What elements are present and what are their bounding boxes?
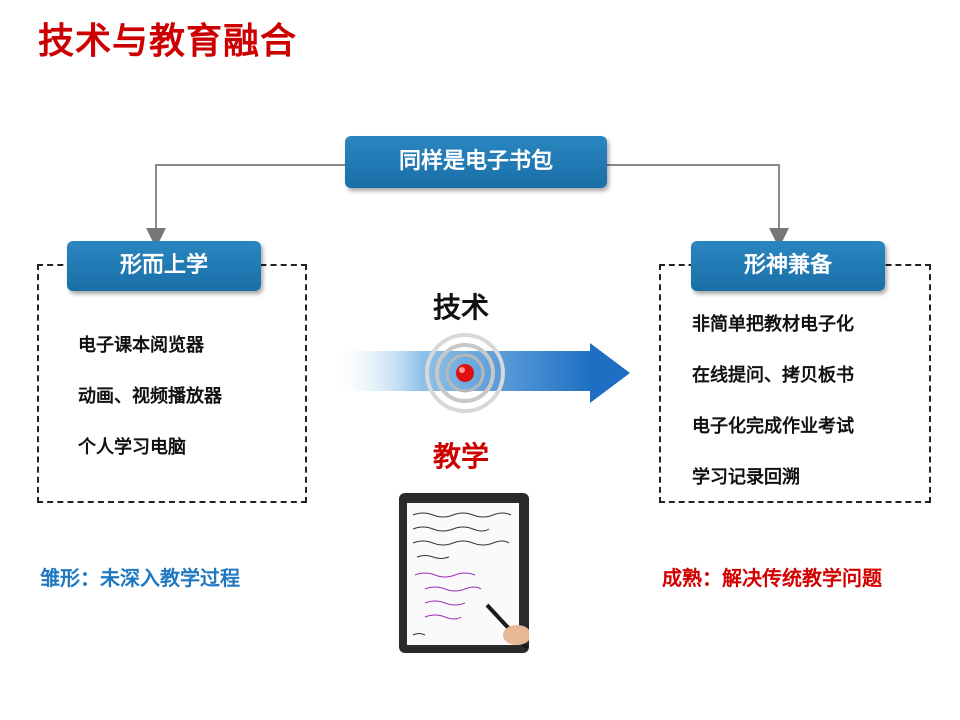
stylus-hand	[485, 603, 529, 650]
right-item-1: 非简单把教材电子化	[692, 314, 854, 335]
left-item-2: 动画、视频播放器	[78, 386, 222, 407]
target-icon	[425, 333, 505, 413]
left-note: 雏形：未深入教学过程	[40, 566, 240, 590]
connector-right	[600, 164, 789, 248]
right-item-3: 电子化完成作业考试	[692, 416, 854, 437]
slide-title: 技术与教育融合	[38, 21, 298, 62]
teach-label: 教学	[433, 440, 490, 473]
tablet-image	[399, 493, 529, 653]
left-item-1: 电子课本阅览器	[78, 335, 204, 356]
top-box: 同样是电子书包	[345, 136, 607, 188]
right-item-4: 学习记录回溯	[692, 467, 800, 488]
right-heading-box: 形神兼备	[691, 241, 885, 291]
tech-label: 技术	[433, 291, 490, 324]
left-item-3: 个人学习电脑	[78, 437, 186, 458]
right-note: 成熟：解决传统教学问题	[662, 566, 882, 590]
left-heading-box: 形而上学	[67, 241, 261, 291]
tech-teach-arrow	[330, 343, 630, 403]
connector-left	[146, 164, 350, 248]
right-item-2: 在线提问、拷贝板书	[692, 365, 854, 386]
handwriting-scribbles	[412, 512, 512, 636]
